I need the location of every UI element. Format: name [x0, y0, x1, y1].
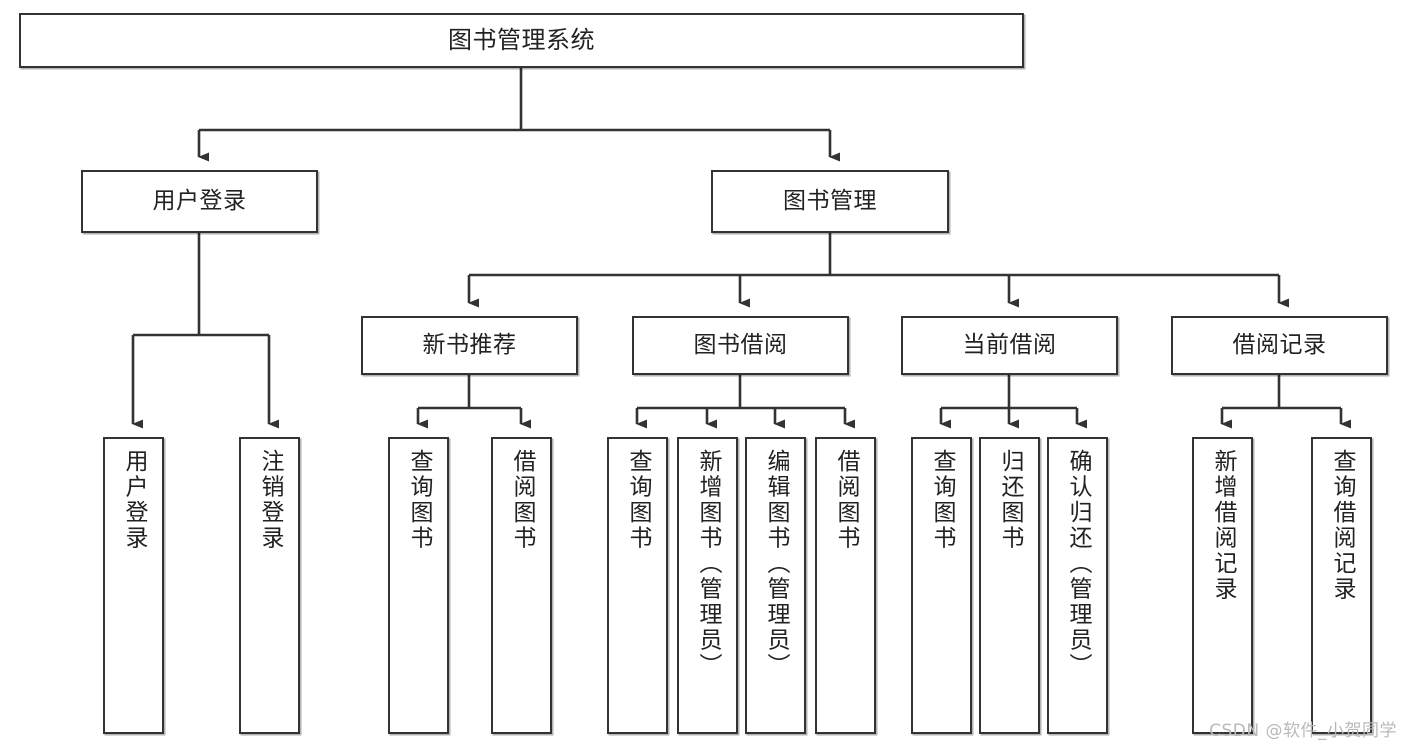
leaf-new-book-borrow-book[interactable]: 借阅图书: [491, 437, 552, 734]
csdn-watermark: CSDN @软件_小贺同学: [1209, 721, 1397, 741]
leaf-user-logout[interactable]: 注销登录: [239, 437, 300, 734]
node-label: 用户登录: [152, 187, 247, 214]
node-label: 归还图书: [997, 449, 1023, 551]
leaf-user-login[interactable]: 用户登录: [103, 437, 164, 734]
node-label: 借阅记录: [1232, 331, 1327, 358]
node-label: 用户登录: [121, 449, 147, 551]
node-label: 新增图书（管理员）: [695, 449, 721, 679]
node-label: 新增借阅记录: [1210, 449, 1236, 602]
node-label: 图书管理: [783, 187, 877, 214]
leaf-borrow-query-book[interactable]: 查询图书: [607, 437, 668, 734]
node-label: 查询图书: [625, 449, 651, 551]
node-book-borrowing[interactable]: 图书借阅: [632, 316, 849, 375]
node-label: 借阅图书: [833, 449, 859, 551]
leaf-borrow-borrow-book[interactable]: 借阅图书: [815, 437, 876, 734]
node-label: 新书推荐: [422, 331, 517, 358]
leaf-record-add-borrow-record[interactable]: 新增借阅记录: [1192, 437, 1253, 734]
leaf-current-query-book[interactable]: 查询图书: [911, 437, 972, 734]
node-new-book-recommendation[interactable]: 新书推荐: [361, 316, 578, 375]
leaf-borrow-add-book-admin[interactable]: 新增图书（管理员）: [677, 437, 738, 734]
leaf-new-book-query-book[interactable]: 查询图书: [388, 437, 449, 734]
node-label: 编辑图书（管理员）: [763, 449, 789, 679]
leaf-current-return-book[interactable]: 归还图书: [979, 437, 1040, 734]
node-label: 图书管理系统: [448, 26, 595, 55]
node-user-login[interactable]: 用户登录: [81, 170, 318, 233]
node-borrowing-records[interactable]: 借阅记录: [1171, 316, 1388, 375]
node-label: 当前借阅: [962, 331, 1057, 358]
node-root-book-management-system[interactable]: 图书管理系统: [19, 13, 1024, 68]
node-label: 确认归还（管理员）: [1065, 449, 1091, 679]
node-current-borrowing[interactable]: 当前借阅: [901, 316, 1118, 375]
node-book-management[interactable]: 图书管理: [711, 170, 949, 233]
leaf-record-query-borrow-record[interactable]: 查询借阅记录: [1311, 437, 1372, 734]
node-label: 查询图书: [929, 449, 955, 551]
node-label: 查询借阅记录: [1329, 449, 1355, 602]
node-label: 查询图书: [406, 449, 432, 551]
node-label: 注销登录: [257, 449, 283, 551]
leaf-current-confirm-return-admin[interactable]: 确认归还（管理员）: [1047, 437, 1108, 734]
leaf-borrow-edit-book-admin[interactable]: 编辑图书（管理员）: [745, 437, 806, 734]
node-label: 图书借阅: [693, 331, 788, 358]
node-label: 借阅图书: [509, 449, 535, 551]
